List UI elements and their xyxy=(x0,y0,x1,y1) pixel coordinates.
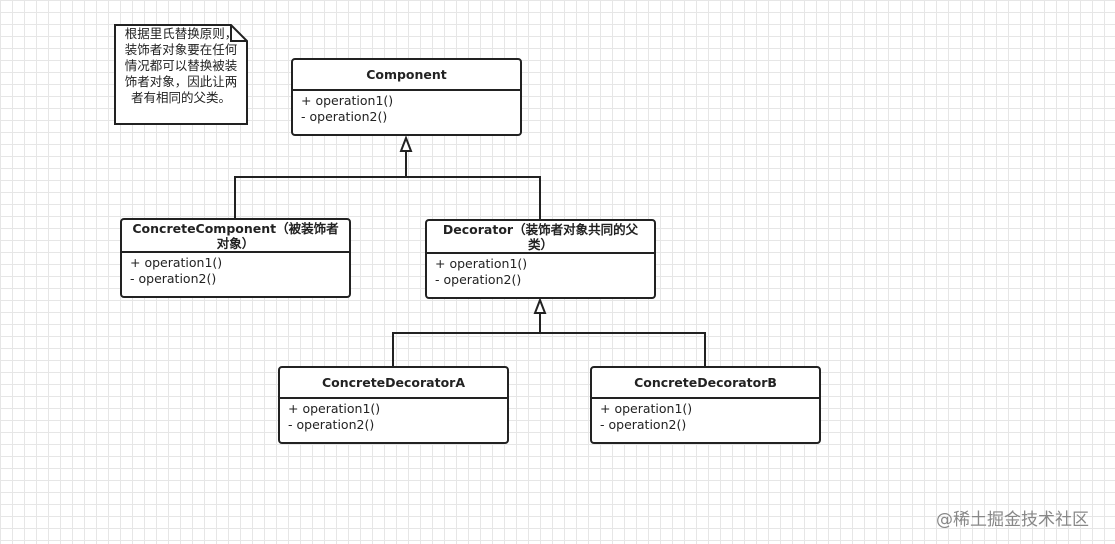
operation: + operation1() xyxy=(600,401,693,416)
inheritance-line-decorator-a xyxy=(392,332,540,366)
note: 根据里氏替换原则，装饰者对象要在任何情况都可以替换被装饰者对象，因此让两者有相同… xyxy=(114,24,248,125)
class-concrete-decorator-a[interactable]: ConcreteDecoratorA + operation1() - oper… xyxy=(278,366,509,444)
class-concrete-component[interactable]: ConcreteComponent（被装饰者对象） + operation1()… xyxy=(120,218,351,298)
inheritance-line-decorator-b xyxy=(539,313,706,366)
class-component[interactable]: Component + operation1() - operation2() xyxy=(291,58,522,136)
operation: - operation2() xyxy=(301,109,388,124)
class-name: ConcreteDecoratorB xyxy=(592,368,819,399)
operation: + operation1() xyxy=(301,93,394,108)
class-name: Decorator（装饰者对象共同的父类） xyxy=(427,221,654,254)
watermark: @稀土掘金技术社区 xyxy=(936,510,1089,530)
class-name: ConcreteDecoratorA xyxy=(280,368,507,399)
inheritance-arrowhead-decorator xyxy=(533,297,547,314)
inheritance-arrowhead-component xyxy=(399,135,413,152)
class-name: Component xyxy=(293,60,520,91)
operation: + operation1() xyxy=(288,401,381,416)
inheritance-line-decorator xyxy=(405,151,541,219)
operations: + operation1() - operation2() xyxy=(592,399,819,435)
note-text: 根据里氏替换原则，装饰者对象要在任何情况都可以替换被装饰者对象，因此让两者有相同… xyxy=(124,26,238,105)
class-name: ConcreteComponent（被装饰者对象） xyxy=(122,220,349,253)
operation: - operation2() xyxy=(288,417,375,432)
inheritance-line-concrete-component xyxy=(234,176,406,218)
operation: + operation1() xyxy=(130,255,223,270)
class-decorator[interactable]: Decorator（装饰者对象共同的父类） + operation1() - o… xyxy=(425,219,656,299)
operation: - operation2() xyxy=(435,272,522,287)
operations: + operation1() - operation2() xyxy=(122,253,349,289)
operation: - operation2() xyxy=(130,271,217,286)
class-concrete-decorator-b[interactable]: ConcreteDecoratorB + operation1() - oper… xyxy=(590,366,821,444)
operations: + operation1() - operation2() xyxy=(280,399,507,435)
operations: + operation1() - operation2() xyxy=(293,91,520,127)
note-shape xyxy=(114,24,248,125)
operation: - operation2() xyxy=(600,417,687,432)
operation: + operation1() xyxy=(435,256,528,271)
operations: + operation1() - operation2() xyxy=(427,254,654,290)
